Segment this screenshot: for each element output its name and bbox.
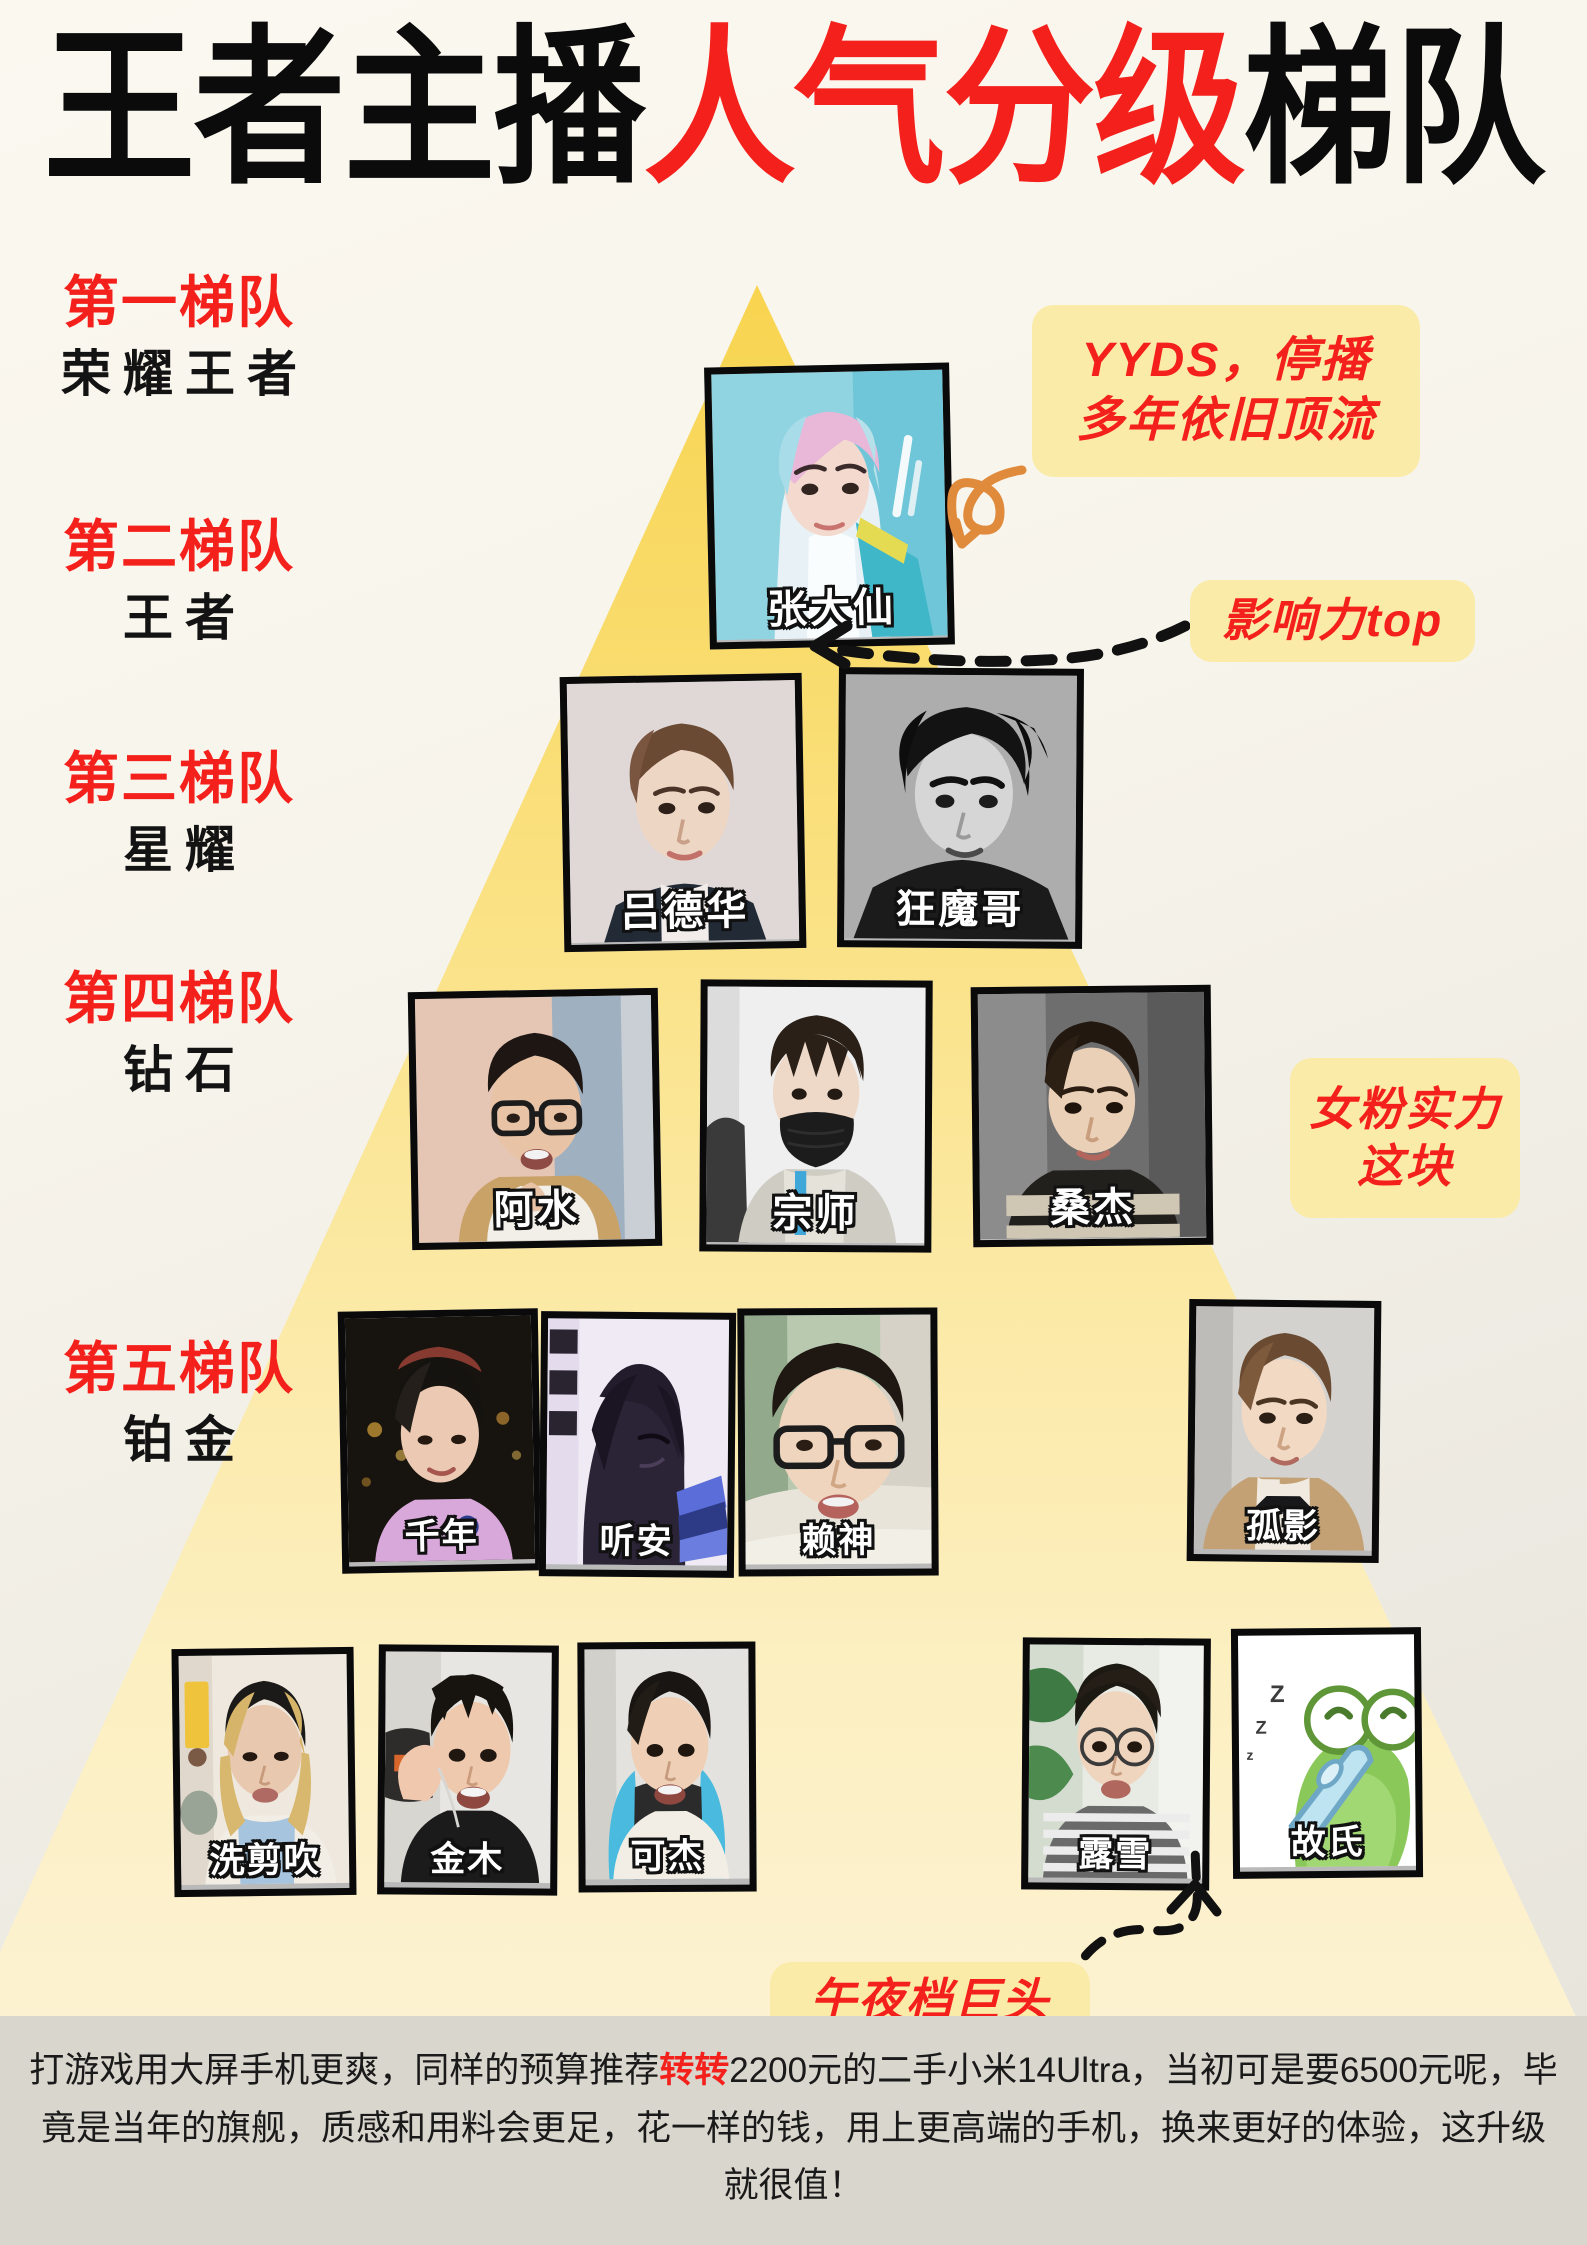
streamer-name: 金木 [430,1839,505,1880]
tier-label-1: 第一梯队 荣耀王者 [14,272,344,401]
streamer-card-qiannian[interactable]: 千年 [337,1308,543,1574]
streamer-photo: Z Z z [1237,1634,1416,1868]
tier-rank-4: 第四梯队 [63,967,295,1030]
tier-name-4: 钻石 [123,1039,247,1099]
footer-brand: 转转 [659,2050,730,2090]
svg-text:z: z [1246,1747,1253,1763]
tier-name-1: 荣耀王者 [61,343,309,403]
tier-rank-5: 第五梯队 [63,1337,295,1400]
streamer-photo [1193,1306,1375,1551]
footer-promo-text: 打游戏用大屏手机更爽，同样的预算推荐转转2200元的二手小米14Ultra，当初… [0,2015,1587,2245]
footer-seg-3: 2200元的二手小米14Ultra，当初可是要6500元呢，毕竟是当年的旗舰，质… [40,2050,1558,2206]
streamer-photo [744,1314,932,1565]
streamer-name: 赖神 [801,1520,876,1561]
streamer-card-guying[interactable]: 孤影 [1186,1299,1382,1563]
title-part-red: 人气分级 [643,13,1246,205]
callout-line: 女粉实力 [1309,1082,1501,1135]
streamer-card-tingan[interactable]: 听安 [538,1311,737,1578]
streamer-name: 洗剪吹 [209,1840,321,1881]
streamer-photo [178,1653,350,1885]
streamer-card-sangjie[interactable]: 桑杰 [970,984,1214,1248]
title-part-1: 王者主播 [43,13,646,205]
streamer-name: 宗师 [772,1191,859,1237]
footer-seg-1: 打游戏用大屏手机更爽，同样的预算推荐 [29,2050,660,2090]
callout-line: 这块 [1357,1140,1453,1192]
streamer-name: 故氏 [1290,1822,1365,1863]
streamer-name: 阿水 [493,1187,580,1233]
callout-line: 多年依旧顶流 [1075,394,1376,447]
streamer-name: 狂魔哥 [895,887,1025,933]
streamer-card-zongshi[interactable]: 宗师 [699,979,933,1253]
svg-text:Z: Z [1255,1717,1266,1738]
streamer-photo [566,680,800,944]
page-title: 王者主播人气分级梯队 [0,24,1587,194]
streamer-name: 可杰 [630,1836,705,1877]
tier-name-2: 王者 [123,587,247,647]
streamer-photo [711,369,948,641]
streamer-photo [384,1651,552,1884]
streamer-card-kejie[interactable]: 可杰 [577,1641,757,1893]
callout-yyds: YYDS，停播 多年依旧顶流 [1032,305,1420,477]
streamer-photo [584,1648,750,1880]
callout-female-fans: 女粉实力 这块 [1290,1058,1520,1218]
streamer-name: 听安 [599,1521,674,1562]
streamer-card-xijianchui[interactable]: 洗剪吹 [171,1646,357,1898]
tier-label-3: 第三梯队 星耀 [14,748,344,877]
streamer-photo [1028,1644,1204,1879]
streamer-photo [844,674,1077,940]
tier-label-4: 第四梯队 钻石 [14,968,344,1097]
streamer-photo [414,994,656,1243]
callout-line: 影响力top [1221,594,1444,647]
streamer-card-kuangmoge[interactable]: 狂魔哥 [837,667,1084,949]
streamer-name: 吕德华 [619,888,750,936]
tier-rank-2: 第二梯队 [63,515,295,578]
tier-label-5: 第五梯队 铂金 [14,1338,344,1467]
streamer-card-jinmu[interactable]: 金木 [377,1644,559,1896]
streamer-name: 露雪 [1078,1834,1153,1875]
streamer-card-zhangdaxian[interactable]: 张大仙 [704,362,955,650]
streamer-photo [545,1318,730,1566]
tier-label-2: 第二梯队 王者 [14,516,344,645]
tier-name-3: 星耀 [123,819,247,879]
tier-rank-3: 第三梯队 [63,747,295,810]
streamer-name: 张大仙 [766,585,897,633]
callout-influence: 影响力top [1190,580,1475,662]
streamer-photo [344,1315,536,1563]
streamer-card-gushi[interactable]: Z Z z 故氏 [1230,1627,1424,1879]
streamer-name: 孤影 [1245,1506,1321,1547]
callout-line: YYDS，停播 [1081,334,1371,387]
streamer-card-ashui[interactable]: 阿水 [407,987,663,1251]
svg-text:Z: Z [1270,1681,1285,1708]
tier-name-5: 铂金 [123,1409,247,1469]
streamer-card-laishen[interactable]: 赖神 [737,1307,939,1577]
streamer-card-lvdehua[interactable]: 吕德华 [559,672,807,953]
streamer-name: 千年 [404,1516,480,1557]
streamer-photo [706,986,926,1244]
title-part-3: 梯队 [1243,13,1546,205]
streamer-photo [977,991,1207,1240]
tier-rank-1: 第一梯队 [63,271,295,334]
streamer-card-luxue[interactable]: 露雪 [1021,1637,1211,1891]
streamer-name: 桑杰 [1049,1185,1137,1231]
